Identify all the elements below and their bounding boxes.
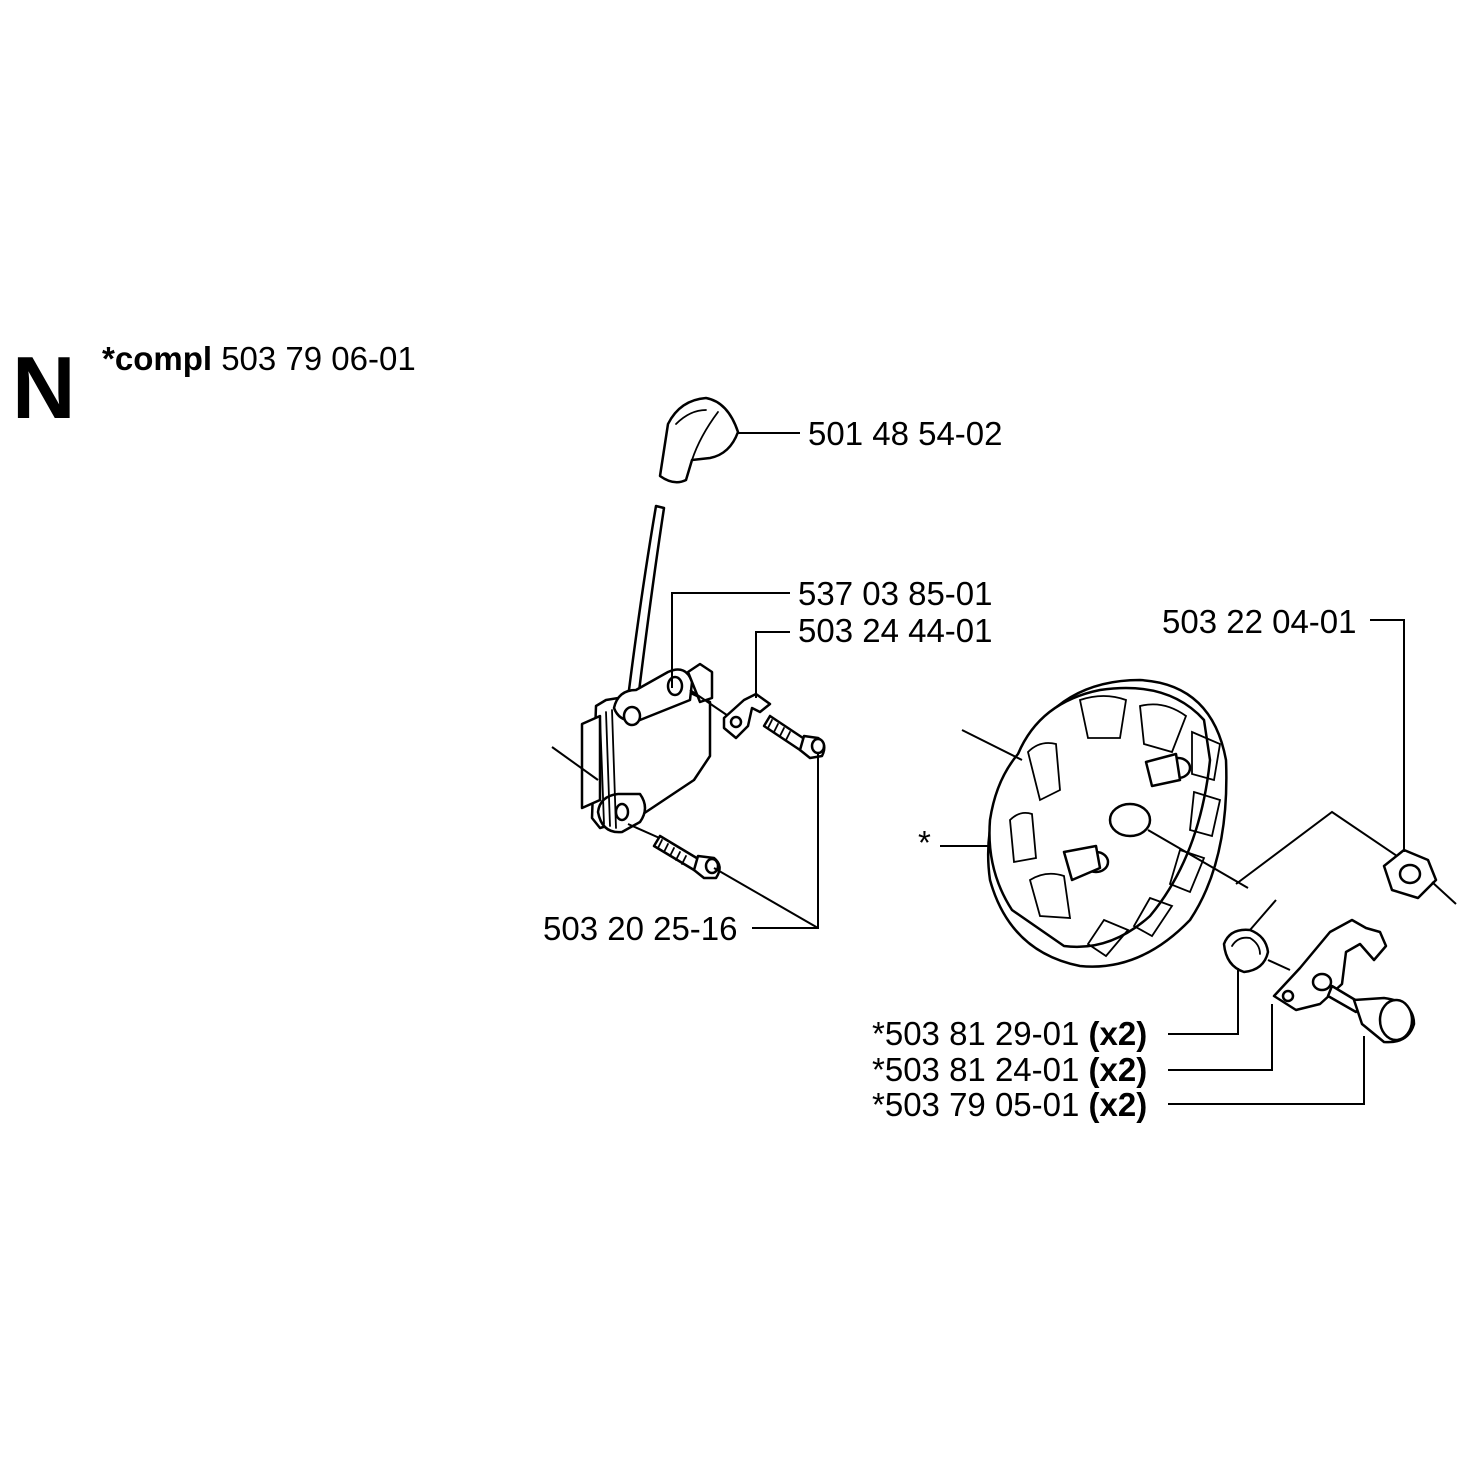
clutch-spring-qty: (x2): [1088, 1015, 1148, 1052]
clutch-spring-number: *503 81 29-01: [872, 1015, 1080, 1052]
starter-pawl-qty: (x2): [1088, 1051, 1148, 1088]
pawl-screw-number: *503 79 05-01: [872, 1086, 1080, 1123]
module-screw-lower-drawing: [652, 834, 721, 880]
section-letter: N: [12, 338, 76, 437]
compl-number: 503 79 06-01: [221, 340, 416, 377]
spark-plug-cap-drawing: [658, 396, 800, 484]
pawl-screw-qty: (x2): [1088, 1086, 1148, 1123]
starter-pawl-number: *503 81 24-01: [872, 1051, 1080, 1088]
pawl-screw-drawing: [1326, 984, 1416, 1044]
flywheel-drawing: [961, 678, 1401, 968]
flywheel-nut-drawing: [1382, 848, 1457, 905]
complete-assembly-label: *compl 503 79 06-01: [102, 342, 416, 375]
part-number-ignition-module[interactable]: 537 03 85-01: [798, 575, 993, 612]
part-number-module-screws[interactable]: 503 20 25-16: [543, 910, 738, 947]
part-number-spark-plug-cap[interactable]: 501 48 54-02: [808, 415, 1003, 452]
clutch-spring-drawing: [1222, 899, 1277, 974]
part-number-pawl-screw[interactable]: *503 79 05-01 (x2): [872, 1088, 1147, 1121]
part-number-starter-pawl[interactable]: *503 81 24-01 (x2): [872, 1053, 1147, 1086]
part-number-flywheel-nut[interactable]: 503 22 04-01: [1162, 603, 1357, 640]
leader-lines: [671, 592, 1405, 1105]
compl-prefix: *compl: [102, 340, 213, 377]
ignition-module-drawing: [551, 662, 741, 841]
flywheel-asterisk-marker: *: [918, 824, 931, 861]
module-screw-upper-drawing: [762, 714, 826, 760]
starter-pawl-drawing: [1267, 918, 1388, 1012]
part-number-ground-terminal[interactable]: 503 24 44-01: [798, 612, 993, 649]
part-number-clutch-spring[interactable]: *503 81 29-01 (x2): [872, 1017, 1147, 1050]
ground-terminal-drawing: [722, 692, 772, 740]
